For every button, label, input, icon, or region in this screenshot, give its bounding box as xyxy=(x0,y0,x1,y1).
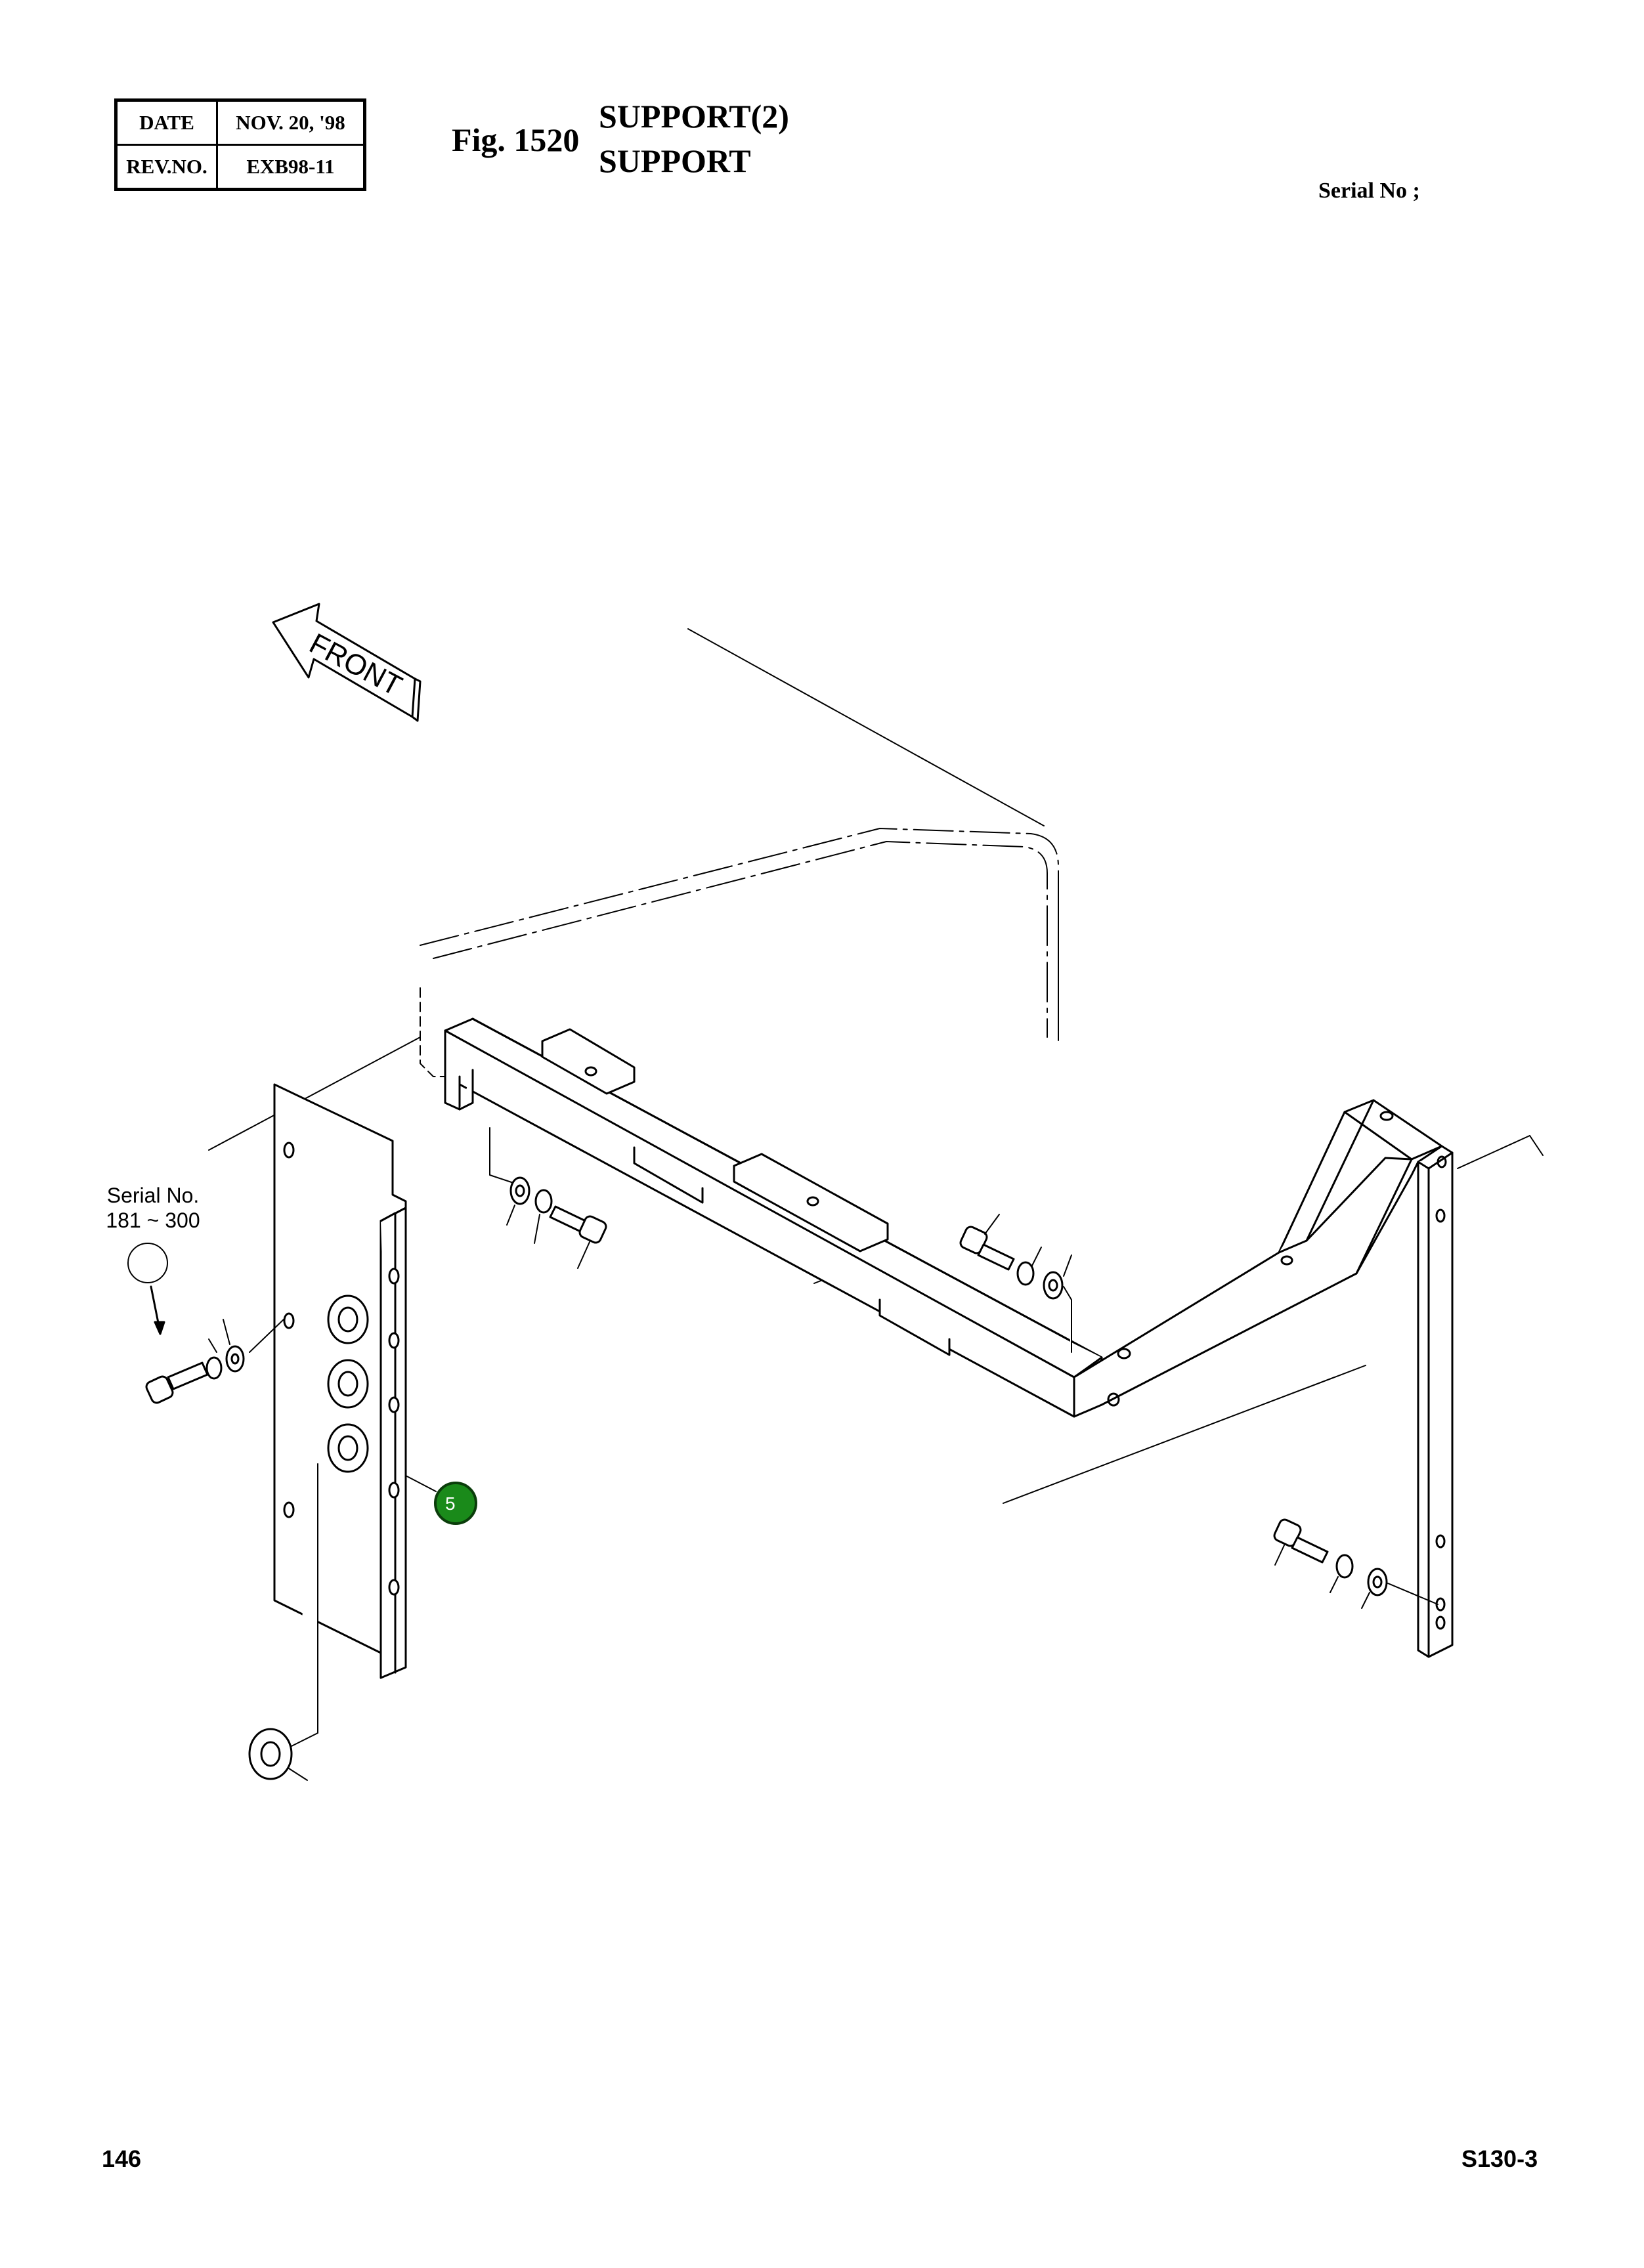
date-label: DATE xyxy=(115,99,218,146)
front-arrow: FRONT xyxy=(272,603,422,722)
figure-title: SUPPORT(2) xyxy=(599,98,789,135)
rev-label: REV.NO. xyxy=(115,144,218,190)
figure-subtitle: SUPPORT xyxy=(599,142,751,179)
date-value: NOV. 20, '98 xyxy=(216,99,366,146)
callout-number: 5 xyxy=(445,1493,456,1514)
bushing xyxy=(248,1463,318,1781)
bolt-set-right-top xyxy=(959,1214,1072,1353)
model-number: S130-3 xyxy=(1461,2145,1538,2172)
bolt-set-right-bottom xyxy=(1273,1518,1438,1609)
frame-holes xyxy=(584,1066,1447,1630)
serial-note-range: 181 ~ 300 xyxy=(106,1209,200,1232)
support-frame xyxy=(444,1017,1454,1658)
callout-5: 5 xyxy=(434,1482,477,1525)
revision-table: DATE NOV. 20, '98 REV.NO. EXB98-11 xyxy=(114,98,366,191)
serial-header: Serial No ; xyxy=(1318,179,1420,203)
side-plate xyxy=(273,1083,407,1679)
cab-outline xyxy=(208,628,1544,1504)
rev-value: EXB98-11 xyxy=(216,144,366,190)
page-number: 146 xyxy=(102,2145,142,2172)
callout-leader xyxy=(405,1475,437,1492)
callout-circle xyxy=(434,1482,477,1525)
figure-number: Fig. 1520 xyxy=(452,121,580,158)
bolt-set-center xyxy=(489,1127,607,1269)
serial-note: Serial No. 181 ~ 300 xyxy=(77,1183,228,1233)
serial-note-line1: Serial No. xyxy=(106,1184,200,1207)
bolt-set-left xyxy=(127,1243,284,1404)
